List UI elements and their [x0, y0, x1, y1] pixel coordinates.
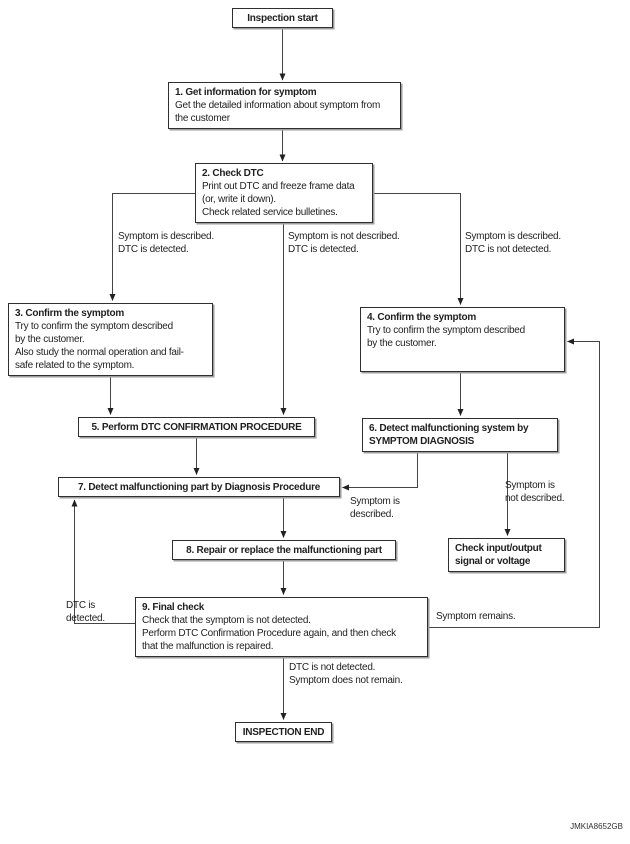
- node-step6-symptom-diagnosis: 6. Detect malfunctioning system by SYMPT…: [362, 418, 558, 452]
- edge-label-line: DTC is detected.: [288, 244, 359, 255]
- node-label: Inspection start: [247, 12, 318, 24]
- node-step2-check-dtc: 2. Check DTC Print out DTC and freeze fr…: [195, 163, 373, 223]
- node-step8-repair-replace: 8. Repair or replace the malfunctioning …: [172, 540, 396, 560]
- figure-code-watermark: JMKIA8652GB: [570, 822, 623, 831]
- edge-label-end-condition: DTC is not detected. Symptom does not re…: [289, 661, 403, 687]
- node-title: 1. Get information for symptom: [175, 87, 317, 98]
- node-title-line: signal or voltage: [455, 556, 531, 567]
- edge-label-line: not described.: [505, 493, 565, 504]
- edge-label-line: Symptom is described.: [465, 231, 561, 242]
- node-body-line: Print out DTC and freeze frame data: [202, 181, 355, 192]
- node-body-line: Get the detailed information about sympt…: [175, 100, 381, 111]
- edge-label-symptom-not-described: Symptom is not described.: [505, 479, 565, 505]
- node-body-line: safe related to the symptom.: [15, 360, 135, 371]
- edge-label-symptom-described: Symptom is described.: [350, 495, 400, 521]
- node-title-line: SYMPTOM DIAGNOSIS: [369, 436, 475, 447]
- node-inspection-end: INSPECTION END: [235, 722, 332, 742]
- node-body-line: the customer: [175, 113, 230, 124]
- edge-label-line: Symptom is not described.: [288, 231, 400, 242]
- node-step7-diagnosis-procedure: 7. Detect malfunctioning part by Diagnos…: [58, 477, 340, 497]
- node-body-line: Try to confirm the symptom described: [367, 325, 525, 336]
- node-step5-dtc-confirmation-procedure: 5. Perform DTC CONFIRMATION PROCEDURE: [78, 417, 315, 437]
- node-step3-confirm-symptom: 3. Confirm the symptom Try to confirm th…: [8, 303, 213, 376]
- node-body-line: Perform DTC Confirmation Procedure again…: [142, 628, 396, 639]
- edge-label-branch-right: Symptom is described. DTC is not detecte…: [465, 230, 561, 256]
- node-body-line: Check that the symptom is not detected.: [142, 615, 311, 626]
- edge-label-branch-left: Symptom is described. DTC is detected.: [118, 230, 214, 256]
- node-body-line: by the customer.: [367, 338, 437, 349]
- node-title-line: 6. Detect malfunctioning system by: [369, 423, 529, 434]
- node-title: 4. Confirm the symptom: [367, 312, 476, 323]
- node-check-io-signal-voltage: Check input/output signal or voltage: [448, 538, 565, 572]
- edge-label-line: Symptom is: [505, 480, 555, 491]
- edge-label-line: DTC is not detected.: [289, 662, 376, 673]
- node-body-line: Check related service bulletines.: [202, 207, 338, 218]
- edge-label-dtc-detected: DTC is detected.: [66, 599, 105, 625]
- edge-label-line: DTC is: [66, 600, 96, 611]
- node-inspection-start: Inspection start: [232, 8, 333, 28]
- node-title: 7. Detect malfunctioning part by Diagnos…: [77, 481, 321, 493]
- edge-label-line: DTC is not detected.: [465, 244, 552, 255]
- node-title: 9. Final check: [142, 602, 205, 613]
- node-title: 3. Confirm the symptom: [15, 308, 124, 319]
- node-title: 8. Repair or replace the malfunctioning …: [186, 544, 382, 556]
- node-body-line: that the malfunction is repaired.: [142, 641, 274, 652]
- edge-step6-to-step7: [342, 450, 418, 491]
- node-body-line: Try to confirm the symptom described: [15, 321, 173, 332]
- edge-label-line: Symptom is described.: [118, 231, 214, 242]
- node-step4-confirm-symptom: 4. Confirm the symptom Try to confirm th…: [360, 307, 565, 372]
- node-step1-get-information: 1. Get information for symptom Get the d…: [168, 82, 401, 129]
- node-label: INSPECTION END: [242, 726, 325, 738]
- node-body-line: Also study the normal operation and fail…: [15, 347, 184, 358]
- node-title: 5. Perform DTC CONFIRMATION PROCEDURE: [91, 421, 302, 433]
- node-body-line: by the customer.: [15, 334, 85, 345]
- edge-label-branch-mid: Symptom is not described. DTC is detecte…: [288, 230, 400, 256]
- edge-label-line: Symptom is: [350, 496, 400, 507]
- edge-label-line: DTC is detected.: [118, 244, 189, 255]
- edge-label-line: described.: [350, 509, 394, 520]
- node-title: 2. Check DTC: [202, 168, 264, 179]
- edge-label-symptom-remains: Symptom remains.: [436, 610, 516, 623]
- node-body-line: (or, write it down).: [202, 194, 276, 205]
- edge-label-line: Symptom does not remain.: [289, 675, 403, 686]
- edge-label-line: Symptom remains.: [436, 611, 516, 622]
- node-step9-final-check: 9. Final check Check that the symptom is…: [135, 597, 428, 657]
- node-title-line: Check input/output: [455, 543, 542, 554]
- edge-label-line: detected.: [66, 613, 105, 624]
